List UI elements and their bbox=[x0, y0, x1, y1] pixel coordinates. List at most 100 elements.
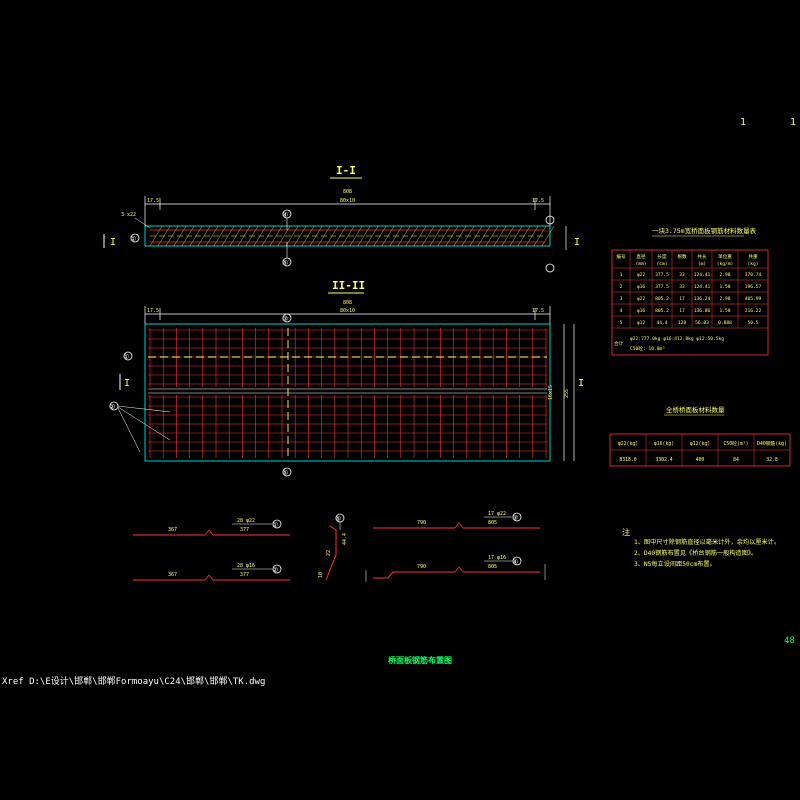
table-cell: 128 bbox=[678, 320, 687, 326]
dim-total: 808 bbox=[343, 300, 352, 306]
callout-label: ⑤ bbox=[335, 515, 341, 523]
section-mark-right: I bbox=[574, 237, 580, 248]
table-cell: 8318.0 bbox=[619, 457, 636, 463]
bar-tag: 28 φ22 bbox=[237, 518, 255, 524]
table-cell: 124.41 bbox=[694, 284, 711, 290]
table-cell: 84 bbox=[733, 457, 739, 463]
table-cell: 377.5 bbox=[655, 284, 669, 290]
table-cell: 17 bbox=[679, 308, 685, 314]
dim-left: 17.5 bbox=[147, 198, 159, 204]
table-cell: 805.2 bbox=[655, 308, 669, 314]
dim-span: 80x10 bbox=[340, 198, 355, 204]
table-cell: 56.83 bbox=[695, 320, 709, 326]
hatch-line bbox=[349, 225, 363, 247]
callout-label: ① bbox=[130, 235, 136, 243]
bar-length: 790 bbox=[417, 520, 426, 526]
table-header-cell: (cm) bbox=[656, 261, 667, 267]
table-cell: 1 bbox=[620, 272, 623, 278]
table-cell: 33 bbox=[679, 284, 685, 290]
bar-break bbox=[204, 529, 214, 536]
bar-length: 790 bbox=[417, 564, 426, 570]
xref-path: Xref D:\E设计\邯郸\邯郸Formoayu\C24\邯郸\邯郸\TK.d… bbox=[2, 675, 265, 687]
bar-tag: 17 φ16 bbox=[488, 555, 506, 561]
table-cell: 196.57 bbox=[745, 284, 762, 290]
leader-note: 3 x22 bbox=[121, 212, 136, 218]
table-cell: 3302.4 bbox=[655, 457, 672, 463]
bar-length: 377 bbox=[240, 572, 249, 578]
bar-tag: 17 φ22 bbox=[488, 511, 506, 517]
table-header-cell: (mm) bbox=[635, 261, 646, 267]
section-2: II-II 808 80x10 17.5 17.5 I I 16x15 255 … bbox=[109, 279, 584, 477]
hatch-line bbox=[429, 225, 443, 247]
callout-label: ② bbox=[109, 403, 115, 411]
callout-circle bbox=[272, 519, 282, 529]
rebar-quantity-table: 一块3.75m宽桥面板钢筋材料数量表 编号直径(mm)长度(cm)根数共长(m)… bbox=[611, 226, 769, 356]
table-cell: 4 bbox=[620, 308, 623, 314]
table-header-cell: (kg/m) bbox=[717, 261, 734, 267]
table-cell: 2.98 bbox=[719, 272, 730, 278]
table-cell: 136.86 bbox=[694, 308, 711, 314]
bar-detail-1: 367 377 28 φ22 ① bbox=[133, 518, 290, 536]
bar-tag: 28 φ16 bbox=[237, 563, 255, 569]
table-header-cell: (kg) bbox=[747, 261, 758, 267]
table-cell: 33 bbox=[679, 272, 685, 278]
table-cell: 400 bbox=[696, 457, 705, 463]
bar-length: 377 bbox=[240, 527, 249, 533]
bar-length: 367 bbox=[168, 527, 177, 533]
table-header-cell: D40钢筋(kg) bbox=[757, 440, 787, 447]
table-header-cell: 编号 bbox=[616, 253, 626, 260]
section-2-title: II-II bbox=[332, 279, 365, 292]
stirrup-detail: ⑤ 44.4 22 10 bbox=[318, 513, 348, 581]
callout-circle bbox=[123, 351, 133, 361]
callout-circle bbox=[545, 215, 555, 225]
callout-label: ③ bbox=[512, 514, 518, 522]
callout-label: ① bbox=[123, 353, 129, 361]
stirrup-shape bbox=[325, 525, 337, 581]
note-item: 3、N5每立设间距50cm布置。 bbox=[634, 560, 716, 568]
bar-detail-4: 790 805 17 φ16 ④ bbox=[365, 555, 546, 582]
stirrup-dim: 10 bbox=[318, 572, 324, 578]
hatch-line bbox=[493, 225, 507, 247]
callout-circle bbox=[512, 512, 522, 522]
table-header-cell: 共重 bbox=[748, 253, 758, 260]
bar-length: 805 bbox=[488, 564, 497, 570]
table-header-cell: φ12(kg) bbox=[690, 441, 710, 447]
table-cell: 0.888 bbox=[718, 320, 732, 326]
slab-plan-outline bbox=[144, 323, 551, 462]
callout-label: ⑤ bbox=[282, 469, 288, 477]
dim-right: 17.5 bbox=[532, 198, 544, 204]
table-header-cell: 长度 bbox=[657, 253, 667, 260]
note-item: 1、图中尺寸除钢筋直径以毫米计外，余均以厘米计。 bbox=[634, 538, 780, 546]
hatch-line bbox=[357, 225, 371, 247]
table-cell: 124.41 bbox=[694, 272, 711, 278]
table-header-cell: 共长 bbox=[697, 253, 707, 260]
table-footer-label: 合计 bbox=[614, 340, 624, 347]
table-cell: 405.99 bbox=[745, 296, 762, 302]
section-1: I-I 808 80x10 17.5 17.5 I I ① ④ ⑤ bbox=[103, 164, 580, 273]
section-mark-right: I bbox=[578, 378, 584, 389]
callout-label: ② bbox=[272, 566, 278, 574]
hatch-line bbox=[213, 225, 227, 247]
table2-cells: φ22(kg)φ16(kg)φ12(kg)C50砼(m³)D40钢筋(kg)83… bbox=[618, 434, 787, 466]
table-cell: 805.2 bbox=[655, 296, 669, 302]
slab-outline bbox=[144, 225, 551, 247]
table-footer-line: C50砼: 10.8m³ bbox=[630, 345, 665, 352]
callout-label: ③ bbox=[282, 315, 288, 323]
notes-block: 注 1、图中尺寸除钢筋直径以毫米计外，余均以厘米计。 2、D40钢筋布置见《桥台… bbox=[622, 527, 780, 568]
table-cell: φ16 bbox=[637, 308, 646, 314]
table1-title: 一块3.75m宽桥面板钢筋材料数量表 bbox=[652, 226, 757, 235]
table-cell: 1.58 bbox=[719, 284, 730, 290]
section-1-title: I-I bbox=[336, 164, 356, 177]
callout-label: ④ bbox=[512, 558, 518, 566]
drawing-title: 桥面板钢筋布置图 bbox=[388, 655, 452, 665]
table-cell: φ16 bbox=[637, 284, 646, 290]
right-dim: 255 bbox=[564, 389, 570, 398]
notes-title: 注 bbox=[622, 527, 630, 537]
stirrup-dim: 44.4 bbox=[342, 533, 348, 545]
dim-right: 17.5 bbox=[532, 308, 544, 314]
callout-circle bbox=[272, 564, 282, 574]
bar-detail-3: 790 805 17 φ22 ③ bbox=[373, 511, 540, 529]
bridge-material-table: 全桥桥面板材料数量 φ22(kg)φ16(kg)φ12(kg)C50砼(m³)D… bbox=[609, 405, 791, 467]
bar-hook bbox=[373, 571, 394, 579]
